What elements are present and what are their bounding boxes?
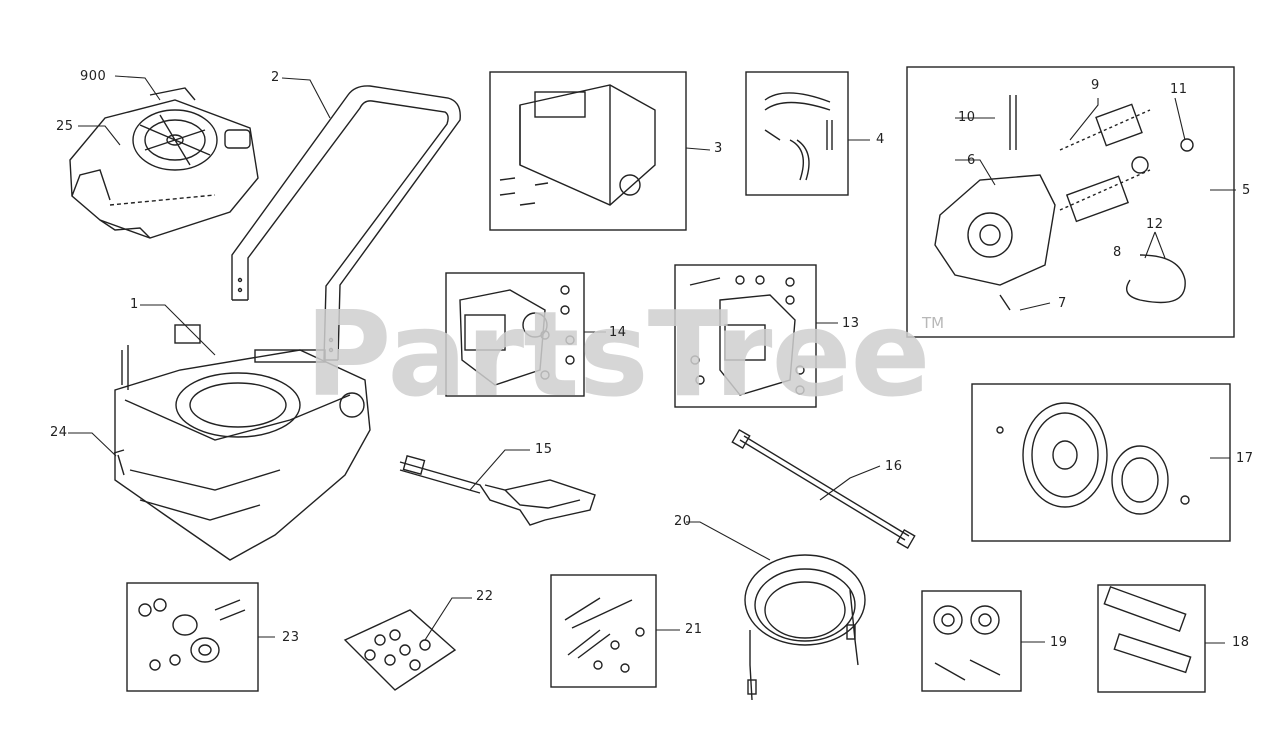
callout-3[interactable]: 3: [714, 141, 723, 156]
hardware-kit-23-box[interactable]: [126, 582, 259, 692]
wand-drawing[interactable]: [731, 428, 916, 550]
callout-7[interactable]: 7: [1058, 296, 1067, 311]
cover-kit-14-drawing: [459, 285, 575, 386]
callout-21[interactable]: 21: [685, 622, 703, 637]
callout-6[interactable]: 6: [967, 153, 976, 168]
callout-2[interactable]: 2: [271, 70, 280, 85]
trademark-symbol: TM: [922, 314, 945, 332]
handle-drawing[interactable]: [231, 85, 461, 361]
callout-17[interactable]: 17: [1236, 451, 1254, 466]
panel-kit-box[interactable]: [489, 71, 687, 231]
callout-13[interactable]: 13: [842, 316, 860, 331]
pump-drawing: [934, 95, 1194, 311]
callout-23[interactable]: 23: [282, 630, 300, 645]
hardware-kit-23-drawing: [138, 598, 246, 671]
wheel-drawing: [996, 402, 1190, 515]
spray-gun-drawing[interactable]: [399, 455, 596, 526]
hose-kit-box[interactable]: [745, 71, 849, 196]
hose-parts-drawing: [764, 92, 833, 181]
bolt-drawing[interactable]: [113, 449, 125, 476]
callout-16[interactable]: 16: [885, 459, 903, 474]
hardware-bag-22-drawing[interactable]: [343, 609, 457, 691]
cover-kit-13-box[interactable]: [674, 264, 817, 408]
callout-11[interactable]: 11: [1170, 82, 1188, 97]
callout-9[interactable]: 9: [1091, 78, 1100, 93]
callout-12[interactable]: 12: [1146, 217, 1164, 232]
nozzle-kit-19-drawing: [933, 605, 1001, 681]
hardware-kit-21-box[interactable]: [550, 574, 657, 688]
callout-900[interactable]: 900: [80, 69, 107, 84]
callout-20[interactable]: 20: [674, 514, 692, 529]
callout-4[interactable]: 4: [876, 132, 885, 147]
nozzle-kit-19-box[interactable]: [921, 590, 1022, 692]
partstree-watermark: PartsTree: [305, 285, 931, 423]
callout-25[interactable]: 25: [56, 119, 74, 134]
callout-10[interactable]: 10: [958, 110, 976, 125]
leader-lines: [68, 75, 1236, 644]
callout-19[interactable]: 19: [1050, 635, 1068, 650]
callout-24[interactable]: 24: [50, 425, 68, 440]
cover-kit-14-box[interactable]: [445, 272, 585, 397]
tool-kit-18-box[interactable]: [1097, 584, 1206, 693]
callout-5[interactable]: 5: [1242, 183, 1251, 198]
hardware-kit-21-drawing: [564, 597, 645, 673]
cover-kit-13-drawing: [689, 275, 805, 396]
callout-8[interactable]: 8: [1113, 245, 1122, 260]
callout-18[interactable]: 18: [1232, 635, 1250, 650]
wheel-kit-box[interactable]: [971, 383, 1231, 542]
tool-kit-18-drawing: [1103, 585, 1192, 674]
hose-drawing[interactable]: [744, 554, 866, 701]
pump-kit-box[interactable]: [906, 66, 1235, 338]
callout-14[interactable]: 14: [609, 325, 627, 340]
callout-15[interactable]: 15: [535, 442, 553, 457]
frame-drawing[interactable]: [114, 324, 371, 561]
control-panel-drawing: [499, 84, 656, 206]
engine-drawing[interactable]: [69, 87, 259, 239]
callout-1[interactable]: 1: [130, 297, 139, 312]
callout-22[interactable]: 22: [476, 589, 494, 604]
